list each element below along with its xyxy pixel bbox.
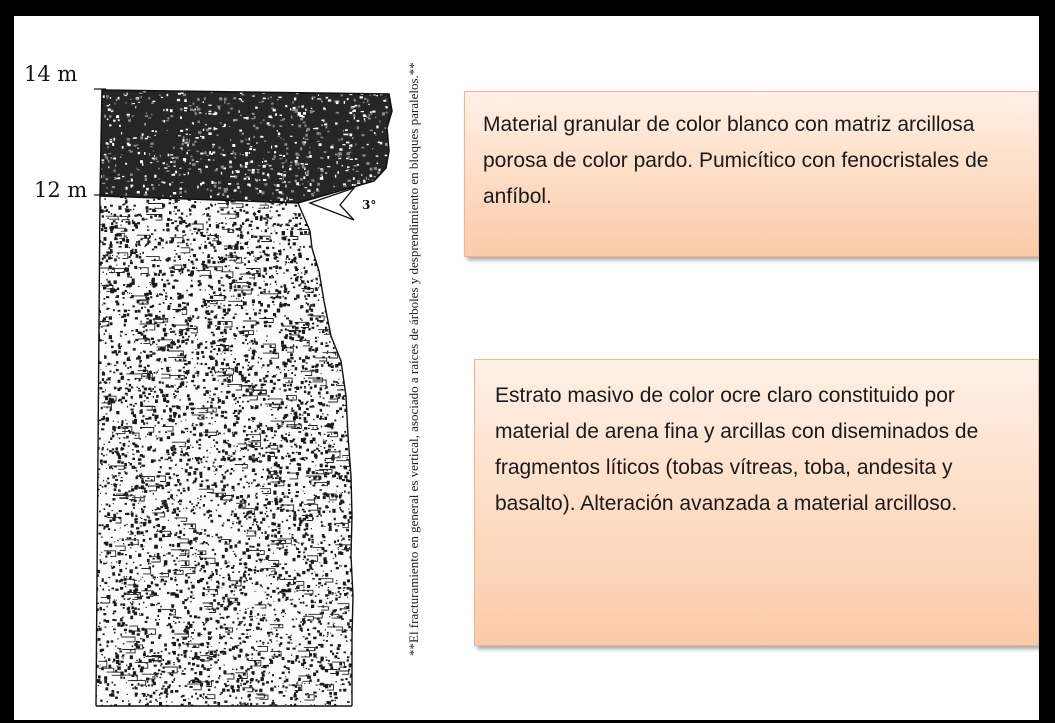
lower-unit-description: Estrato masivo de color ocre claro const…	[474, 359, 1039, 646]
depth-label-top: 14 m	[24, 62, 78, 86]
dip-symbol	[308, 186, 356, 221]
lower-unit	[95, 195, 354, 707]
stratigraphic-column: 3°	[94, 88, 393, 707]
fracture-note: **El fracturamiento en general es vertic…	[406, 62, 421, 656]
diagram-canvas: 3° 14 m 12 m **El fracturamiento en gene…	[14, 16, 1039, 720]
dip-label: 3°	[362, 198, 376, 212]
depth-label-contact: 12 m	[34, 178, 88, 202]
upper-unit-description: Material granular de color blanco con ma…	[464, 91, 1039, 257]
